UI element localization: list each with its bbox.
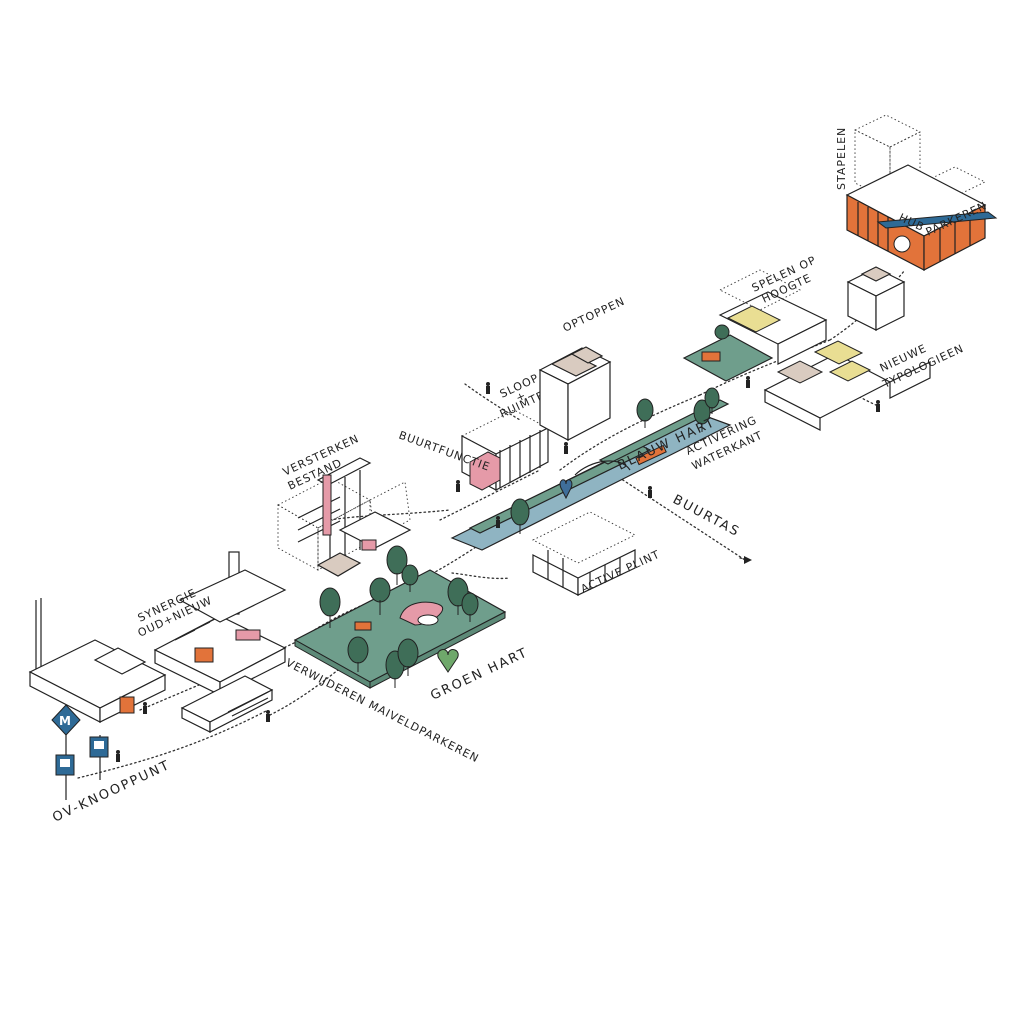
rooftop-play-building: SPELEN OP HOOGTE — [682, 253, 828, 382]
metro-letter: M — [59, 714, 72, 728]
add-storeys-building: OPTOPPEN — [538, 295, 627, 442]
buurtas-label: BUURTAS — [670, 492, 742, 540]
new-factory: SYNERGIE OUD+NIEUW — [136, 551, 287, 696]
transit-node: M OV-KNOOPPUNT — [50, 704, 173, 826]
blue-heart-canal: BLAUW HART — [450, 387, 732, 551]
stapelen-label: STAPELEN — [835, 127, 848, 190]
sloop-label-2: + — [514, 389, 529, 405]
new-typologies: NIEUWE TYPOLOGIEEN — [763, 266, 966, 431]
parking-hub: HUB PARKEREN STAPELEN — [835, 114, 998, 271]
old-factory — [28, 598, 167, 723]
parking-hall — [180, 675, 274, 733]
optoppen-label: OPTOPPEN — [561, 295, 627, 335]
metro-m-icon — [51, 704, 81, 736]
active-plinth-block: ACTIVE PLINT — [531, 511, 662, 596]
neighbourhood-axis: BUURTAS — [670, 492, 752, 564]
people-figures — [116, 376, 880, 762]
